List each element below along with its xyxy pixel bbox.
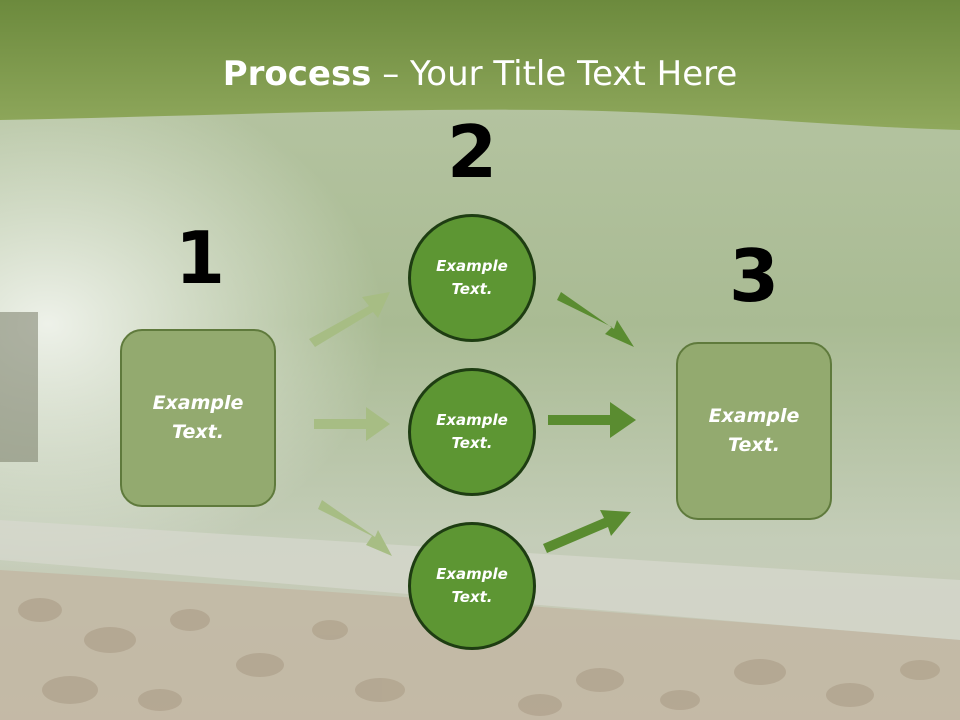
step-1-box: Example Text. (120, 329, 276, 507)
step-3-box: Example Text. (676, 342, 832, 520)
arrow-2c-to-3 (543, 510, 631, 553)
step-2-circle-top: Example Text. (408, 214, 536, 342)
arrow-2b-to-3 (548, 402, 636, 438)
arrow-1-to-2b (314, 407, 390, 441)
step-2-circle-bottom: Example Text. (408, 522, 536, 650)
step-number-2: 2 (446, 110, 498, 194)
arrow-1-to-2a (309, 292, 390, 347)
step-number-1: 1 (174, 216, 226, 300)
sprinkler-head (0, 312, 38, 462)
left-arrows (309, 292, 392, 556)
step-2-item-label: Example Text. (436, 565, 508, 606)
step-3-label: Example Text. (708, 405, 800, 456)
step-1-label: Example Text. (152, 392, 244, 443)
step-2-item-label: Example Text. (436, 411, 508, 452)
title-rest: – Your Title Text Here (371, 54, 738, 94)
step-number-3: 3 (728, 234, 780, 318)
right-arrows (543, 292, 636, 553)
title-bold: Process (222, 54, 372, 94)
step-2-circle-middle: Example Text. (408, 368, 536, 496)
pebbles (18, 598, 940, 716)
step-2-item-label: Example Text. (436, 257, 508, 298)
arrow-2a-to-3 (557, 292, 634, 347)
header-band (0, 0, 960, 130)
slide-title: Process – Your Title Text Here (0, 52, 960, 96)
arrow-1-to-2c (318, 500, 392, 556)
